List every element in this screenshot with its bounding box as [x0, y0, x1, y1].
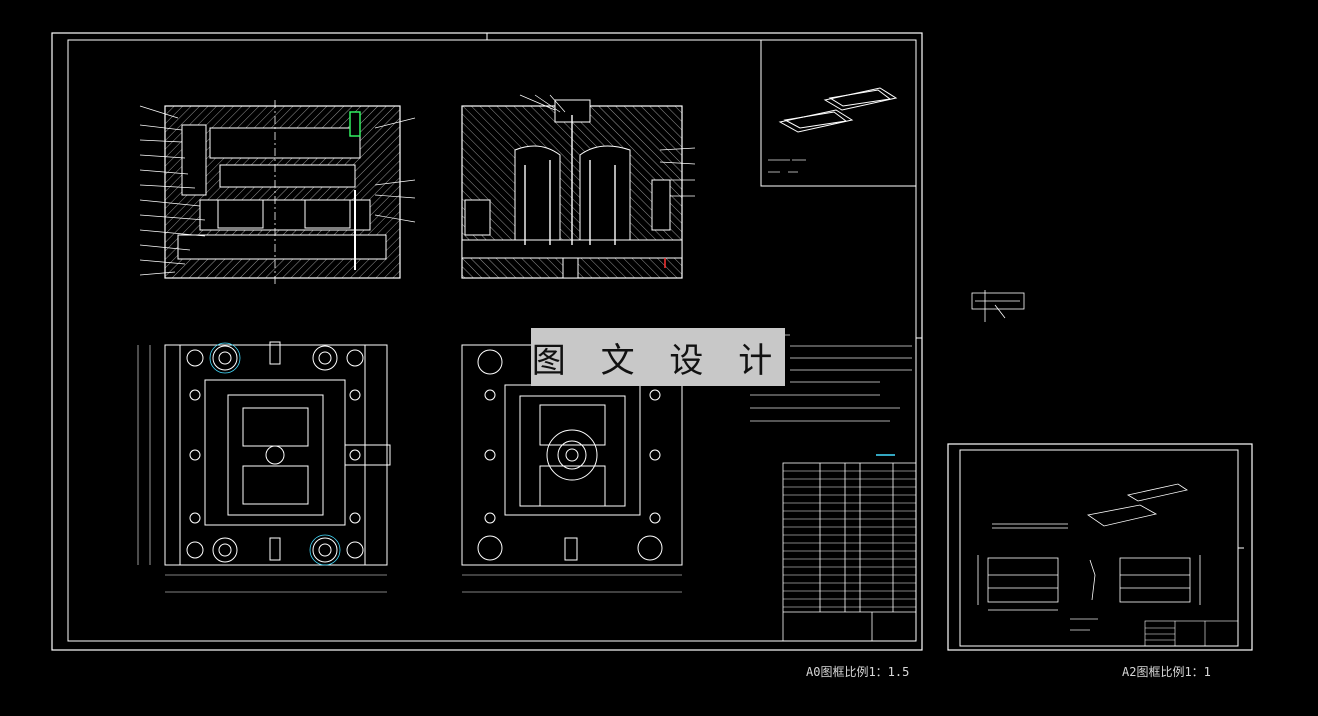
a0-title-block-rows	[783, 470, 916, 608]
plan-view-left	[137, 341, 391, 593]
a2-drawing-content	[977, 483, 1201, 611]
a2-scale-caption: A2图框比例1：1	[1122, 665, 1211, 679]
watermark-label: 图 文 设 计	[531, 328, 785, 386]
a0-title-block	[782, 462, 917, 642]
a2-title-block	[1144, 620, 1239, 647]
a0-iso-view-panel	[760, 39, 917, 187]
small-detail-view	[971, 290, 1025, 322]
section-view-right	[461, 94, 696, 279]
a2-sheet-frame	[947, 443, 1253, 651]
section-view-left	[139, 100, 416, 285]
a2-note-lines	[1070, 618, 1098, 631]
a0-sheet-frame	[51, 32, 923, 651]
a0-scale-caption: A0图框比例1：1.5	[806, 665, 910, 679]
